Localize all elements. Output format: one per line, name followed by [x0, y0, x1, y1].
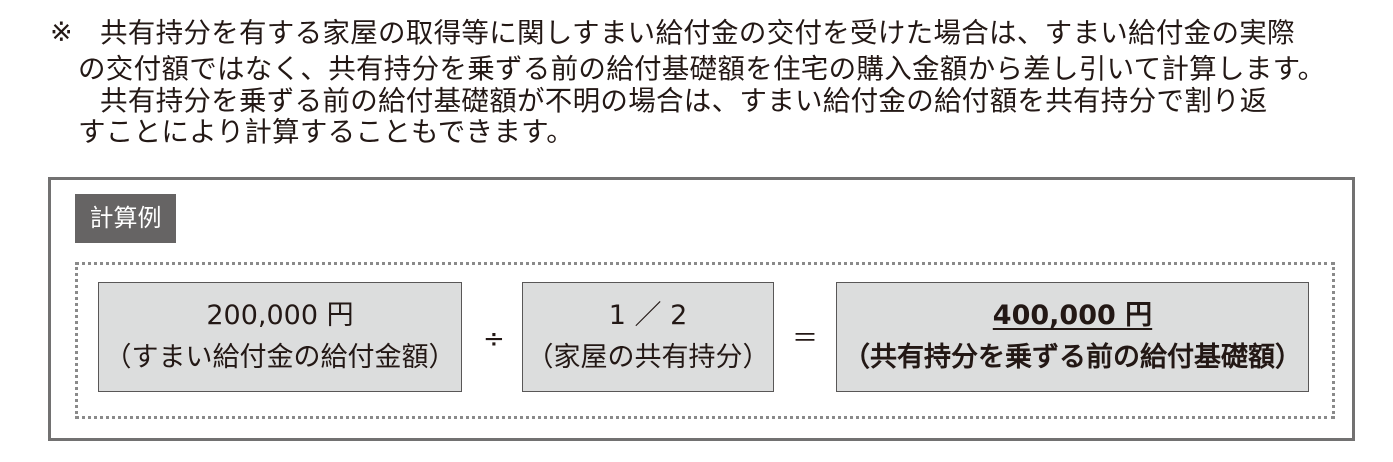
term-value: 200,000 円: [206, 300, 354, 331]
divide-operator: ÷: [483, 324, 505, 354]
note-line-1: 共有持分を有する家屋の取得等に関しすまい給付金の交付を受けた場合は、すまい給付金…: [100, 17, 1295, 49]
term-result: 400,000 円 （共有持分を乗ずる前の給付基礎額）: [836, 282, 1309, 392]
note-line-3: 共有持分を乗ずる前の給付基礎額が不明の場合は、すまい給付金の給付額を共有持分で割…: [100, 85, 1268, 117]
term-benefit-amount: 200,000 円 （すまい給付金の給付金額）: [98, 282, 462, 392]
term-value: 1 ／ 2: [608, 300, 688, 331]
term-caption: （すまい給付金の給付金額）: [104, 342, 456, 373]
reference-mark: ※: [50, 17, 73, 48]
term-caption: （家屋の共有持分）: [526, 342, 770, 373]
example-panel: [48, 177, 1355, 441]
result-caption: （共有持分を乗ずる前の給付基礎額）: [843, 342, 1302, 373]
formula-frame: [75, 262, 1335, 419]
note-line-4: すことにより計算することもできます。: [78, 116, 574, 148]
equals-operator: ＝: [792, 324, 819, 354]
result-value: 400,000 円: [992, 300, 1153, 331]
term-share-ratio: 1 ／ 2 （家屋の共有持分）: [522, 282, 774, 392]
example-label: 計算例: [75, 194, 176, 243]
note-line-2: の交付額ではなく、共有持分を乗ずる前の給付基礎額を住宅の購入金額から差し引いて計…: [78, 53, 1326, 85]
